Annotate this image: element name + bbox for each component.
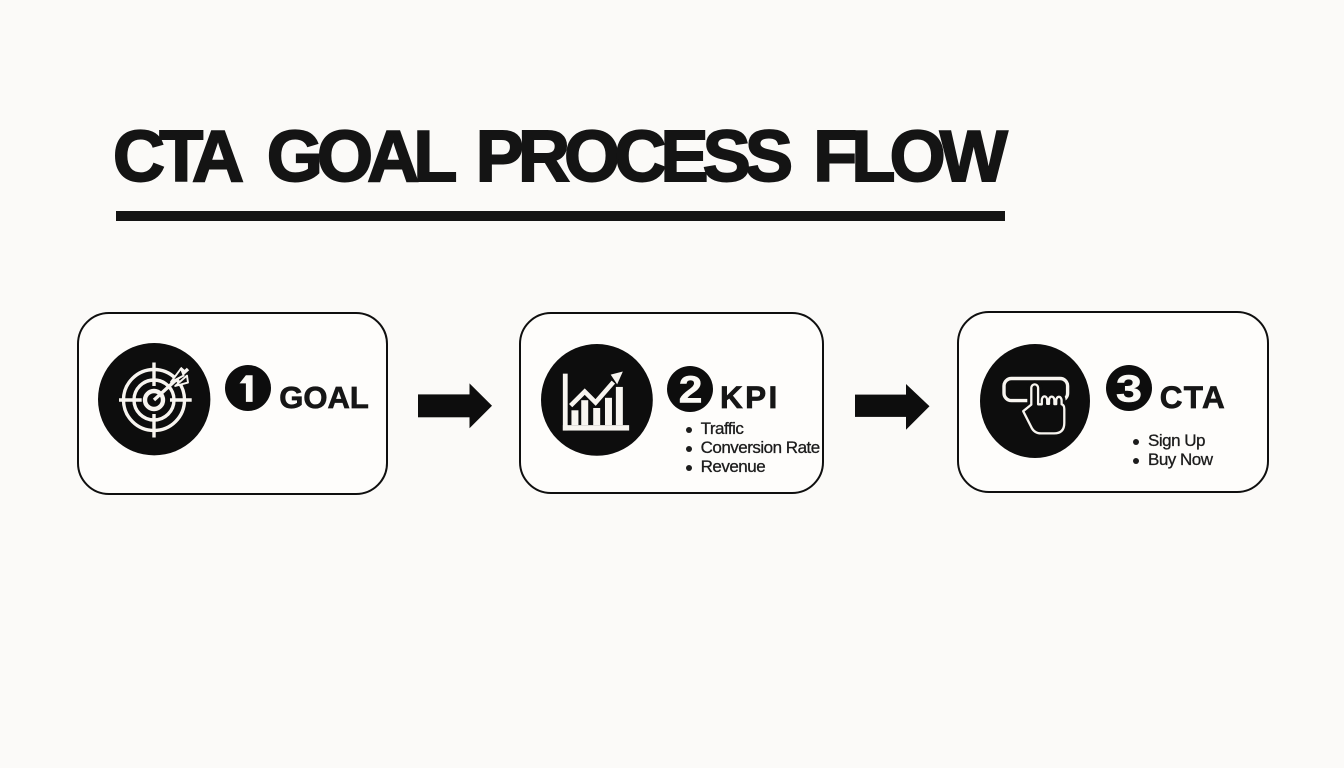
svg-text:2: 2 [679,368,703,411]
svg-text:3: 3 [1115,368,1141,411]
